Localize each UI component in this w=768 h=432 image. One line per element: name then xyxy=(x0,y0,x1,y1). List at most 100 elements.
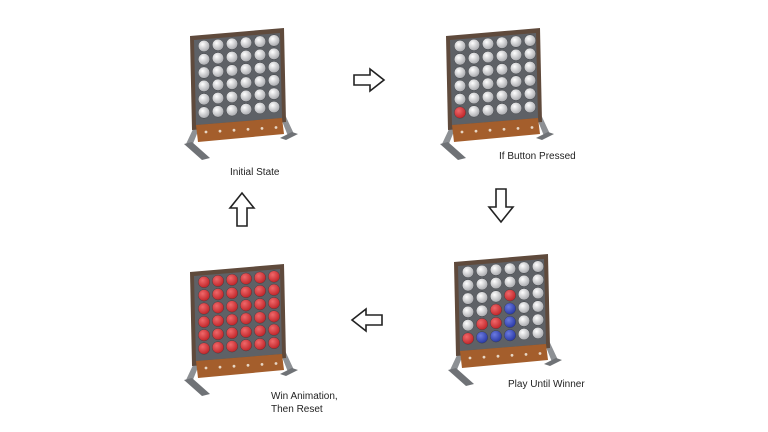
base-peg xyxy=(204,366,208,370)
empty-slot xyxy=(467,38,481,51)
base-peg xyxy=(516,127,520,130)
empty-slot xyxy=(267,34,281,47)
empty-slot xyxy=(267,61,281,74)
empty-slot xyxy=(467,92,481,105)
red-disc xyxy=(475,318,489,331)
red-disc xyxy=(197,342,211,355)
empty-slot xyxy=(467,105,481,118)
board-base xyxy=(460,344,548,368)
empty-slot xyxy=(253,35,267,48)
empty-slot xyxy=(453,66,467,79)
empty-slot xyxy=(523,100,537,114)
blue-disc xyxy=(503,315,517,328)
empty-slot xyxy=(475,264,489,277)
red-disc xyxy=(225,287,239,300)
base-peg xyxy=(260,363,264,366)
empty-slot xyxy=(509,62,523,75)
empty-slot xyxy=(197,106,211,119)
red-disc xyxy=(225,300,239,313)
board-if-button-pressed xyxy=(440,28,554,160)
empty-slot xyxy=(267,100,281,114)
red-disc xyxy=(453,106,467,119)
empty-slot xyxy=(461,265,475,279)
red-disc xyxy=(225,340,239,353)
empty-slot xyxy=(517,261,531,274)
empty-slot xyxy=(531,273,545,286)
label-if-button-pressed: If Button Pressed xyxy=(499,151,576,162)
empty-slot xyxy=(481,64,495,77)
red-disc xyxy=(253,338,267,351)
empty-slot xyxy=(211,105,225,118)
empty-slot xyxy=(495,76,509,89)
base-peg xyxy=(524,353,528,356)
red-disc xyxy=(267,323,281,336)
base-peg xyxy=(246,127,250,131)
arrow-left-icon xyxy=(350,307,383,333)
empty-slot xyxy=(495,103,509,116)
red-disc xyxy=(211,341,225,354)
empty-slot xyxy=(239,103,253,116)
empty-slot xyxy=(509,102,523,115)
label-win-animation: Win Animation, Then Reset xyxy=(271,391,338,415)
base-peg xyxy=(460,130,464,134)
blue-disc xyxy=(503,329,517,342)
empty-slot xyxy=(461,305,475,318)
empty-slot xyxy=(489,277,503,290)
empty-slot xyxy=(253,62,267,75)
board-initial-state xyxy=(184,28,298,160)
empty-slot xyxy=(239,76,253,89)
empty-slot xyxy=(517,301,531,314)
board-win-animation xyxy=(184,264,298,396)
red-disc xyxy=(253,298,267,311)
base-peg xyxy=(502,127,506,131)
blue-disc xyxy=(475,331,489,344)
red-disc xyxy=(239,325,253,338)
red-disc xyxy=(267,336,281,350)
base-peg xyxy=(218,129,222,133)
red-disc xyxy=(197,329,211,342)
empty-slot xyxy=(509,88,523,101)
base-peg xyxy=(274,126,278,129)
empty-slot xyxy=(239,36,253,49)
red-disc xyxy=(211,301,225,314)
empty-slot xyxy=(481,77,495,90)
empty-slot xyxy=(461,319,475,332)
empty-slot xyxy=(523,74,537,87)
base-peg xyxy=(260,127,264,130)
base-peg xyxy=(510,353,514,357)
empty-slot xyxy=(453,39,467,53)
red-disc xyxy=(253,324,267,337)
base-peg xyxy=(274,362,278,365)
empty-slot xyxy=(495,89,509,102)
red-disc xyxy=(197,289,211,302)
empty-slot xyxy=(239,63,253,76)
empty-slot xyxy=(475,291,489,304)
stand-foot-right xyxy=(280,368,298,376)
empty-slot xyxy=(531,313,545,326)
empty-slot xyxy=(461,279,475,292)
base-peg xyxy=(496,354,500,358)
board-base xyxy=(196,354,284,378)
base-peg xyxy=(246,363,250,367)
red-disc xyxy=(225,326,239,340)
base-peg xyxy=(232,128,236,132)
base-peg xyxy=(468,356,472,360)
empty-slot xyxy=(495,63,509,76)
base-peg xyxy=(232,364,236,368)
empty-slot xyxy=(197,53,211,66)
red-disc xyxy=(239,285,253,299)
empty-slot xyxy=(211,65,225,78)
empty-slot xyxy=(489,290,503,303)
base-peg xyxy=(482,355,486,359)
base-peg xyxy=(538,352,542,355)
empty-slot xyxy=(495,49,509,63)
empty-slot xyxy=(225,104,239,117)
blue-disc xyxy=(503,302,517,315)
empty-slot xyxy=(267,47,281,60)
red-disc xyxy=(239,339,253,352)
empty-slot xyxy=(239,49,253,63)
arrow-right-icon xyxy=(353,67,386,93)
empty-slot xyxy=(253,102,267,115)
empty-slot xyxy=(225,90,239,104)
empty-slot xyxy=(453,79,467,92)
